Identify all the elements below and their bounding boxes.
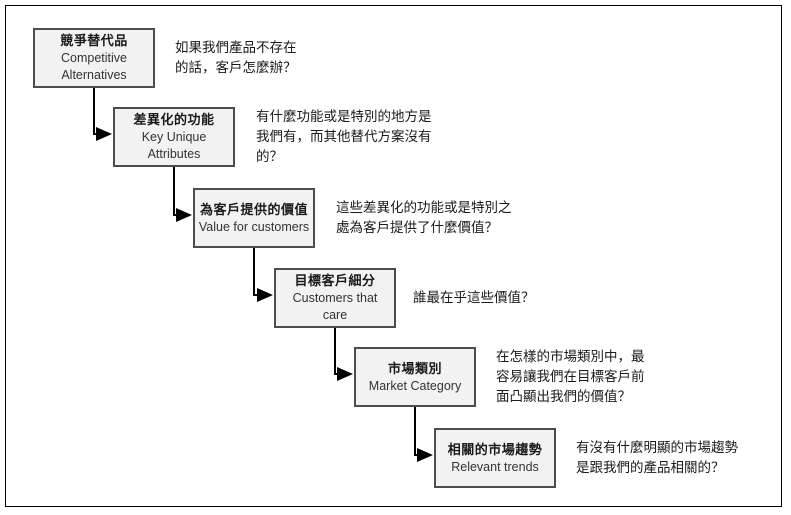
connector-arrow <box>93 88 112 141</box>
question-text: 誰最在乎這些價值？ <box>413 290 535 305</box>
connector-arrow <box>414 407 433 462</box>
question-relevant-trends: 有沒有什麼明顯的市場趨勢 是跟我們的產品相關的？ <box>576 428 738 488</box>
flow-box-value-for-customers: 為客戶提供的價值 Value for customers <box>193 188 315 248</box>
question-value-for-customers: 這些差異化的功能或是特別之 處為客戶提供了什麼價值？ <box>336 188 512 248</box>
box-subtitle: Key Unique Attributes <box>141 130 207 161</box>
box-title: 為客戶提供的價值 <box>199 201 308 217</box>
question-competitive-alternatives: 如果我們產品不存在 的話，客戶怎麼辦？ <box>175 28 297 88</box>
question-market-category: 在怎樣的市場類別中，最 容易讓我們在目標客戶前 面凸顯出我們的價值？ <box>496 347 645 407</box>
question-text: 這些差異化的功能或是特別之 處為客戶提供了什麼價值？ <box>336 200 512 235</box>
box-subtitle: Customers that care <box>292 291 378 322</box>
flow-box-competitive-alternatives: 競爭替代品 Competitive Alternatives <box>33 28 155 88</box>
question-text: 有沒有什麼明顯的市場趨勢 是跟我們的產品相關的？ <box>576 440 738 475</box>
question-text: 如果我們產品不存在 的話，客戶怎麼辦？ <box>175 40 297 75</box>
box-title: 相關的市場趨勢 <box>447 441 543 457</box>
question-text: 有什麼功能或是特別的地方是 我們有，而其他替代方案沒有 的？ <box>256 109 432 164</box>
box-title: 差異化的功能 <box>133 112 215 127</box>
question-customers-that-care: 誰最在乎這些價值？ <box>413 268 535 328</box>
connector-arrow <box>334 328 353 381</box>
box-subtitle: Value for customers <box>198 219 310 234</box>
question-key-unique-attributes: 有什麼功能或是特別的地方是 我們有，而其他替代方案沒有 的？ <box>256 107 432 167</box>
connector-arrow <box>253 248 273 302</box>
box-subtitle: Relevant trends <box>451 459 539 474</box>
box-title: 市場類別 <box>387 360 442 376</box>
flow-box-relevant-trends: 相關的市場趨勢 Relevant trends <box>434 428 556 488</box>
box-subtitle: Competitive Alternatives <box>61 51 127 82</box>
box-title: 競爭替代品 <box>60 33 128 48</box>
diagram-frame <box>5 5 782 507</box>
flow-box-customers-that-care: 目標客戶細分 Customers that care <box>274 268 396 328</box>
flow-box-key-unique-attributes: 差異化的功能 Key Unique Attributes <box>113 107 235 167</box>
question-text: 在怎樣的市場類別中，最 容易讓我們在目標客戶前 面凸顯出我們的價值？ <box>496 349 645 404</box>
connector-arrow <box>173 167 192 222</box>
flow-box-market-category: 市場類別 Market Category <box>354 347 476 407</box>
box-title: 目標客戶細分 <box>294 273 376 288</box>
box-subtitle: Market Category <box>368 378 462 393</box>
